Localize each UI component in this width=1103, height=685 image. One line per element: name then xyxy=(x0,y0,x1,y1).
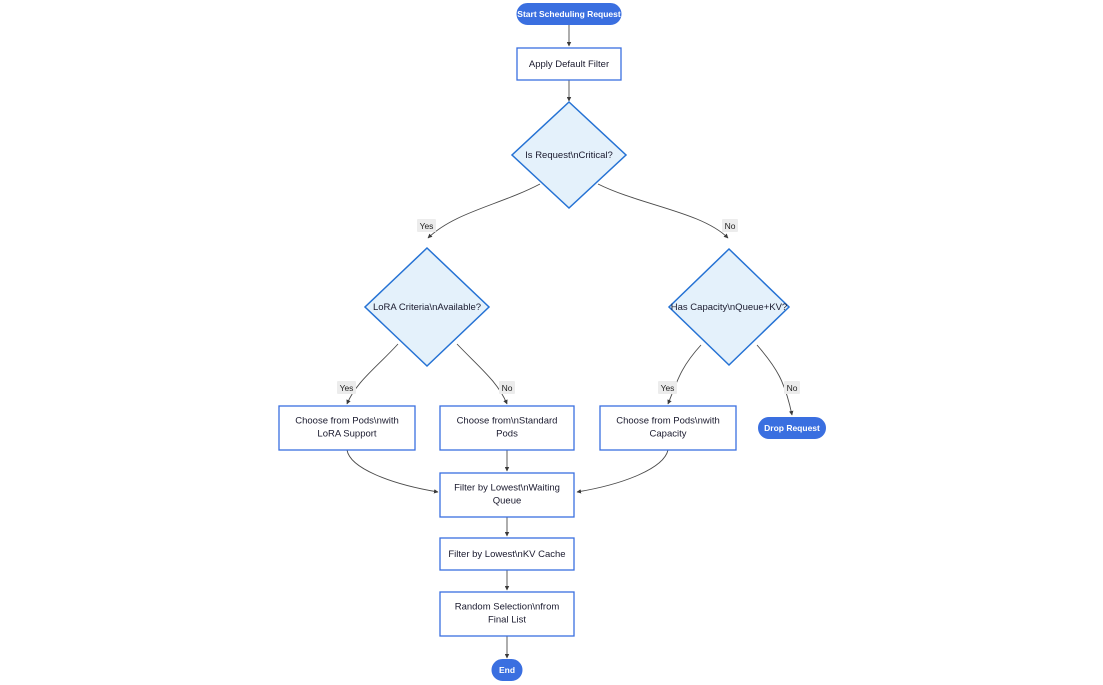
edges-layer xyxy=(346,25,794,659)
node-choose-lora-pods-shape[interactable] xyxy=(278,405,416,451)
node-start-shape[interactable] xyxy=(516,3,622,25)
node-choose-capacity-pods[interactable]: Choose from Pods\nwith Capacity xyxy=(599,405,737,451)
node-filter-kv-cache-shape[interactable] xyxy=(439,537,575,571)
edge-critical-to-capacity xyxy=(597,183,729,239)
node-choose-standard-pods-shape[interactable] xyxy=(439,405,575,451)
node-end-shape[interactable] xyxy=(491,659,523,681)
edge-label-capacity-no: No xyxy=(784,381,800,394)
node-has-capacity-shape[interactable] xyxy=(667,247,791,367)
edge-label-critical-yes: Yes xyxy=(417,219,436,232)
edge-capacity-to-drop xyxy=(756,344,794,416)
edge-label-capacity-yes: Yes xyxy=(658,381,677,394)
node-filter-waiting-queue[interactable]: Filter by Lowest\nWaiting Queue xyxy=(439,472,575,518)
node-choose-standard-pods[interactable]: Choose from\nStandard Pods xyxy=(439,405,575,451)
node-lora-criteria-available[interactable]: LoRA Criteria\nAvailable? xyxy=(363,246,491,368)
node-filter-kv-cache[interactable]: Filter by Lowest\nKV Cache xyxy=(439,537,575,571)
edge-choose-capacity-to-filter-waiting xyxy=(576,449,669,494)
node-end[interactable]: End xyxy=(491,659,523,681)
node-apply-default-filter[interactable]: Apply Default Filter xyxy=(516,47,622,81)
edge-choose-lora-to-filter-waiting xyxy=(346,449,439,494)
node-has-capacity[interactable]: Has Capacity\nQueue+KV? xyxy=(667,247,791,367)
node-choose-capacity-pods-shape[interactable] xyxy=(599,405,737,451)
node-filter-waiting-queue-shape[interactable] xyxy=(439,472,575,518)
node-is-request-critical[interactable]: Is Request\nCritical? xyxy=(510,100,628,210)
node-start[interactable]: Start Scheduling Request xyxy=(516,3,622,25)
edge-label-lora-yes: Yes xyxy=(337,381,356,394)
edge-label-critical-no: No xyxy=(722,219,738,232)
edge-critical-to-lora xyxy=(427,183,541,239)
node-lora-criteria-available-shape[interactable] xyxy=(363,246,491,368)
node-apply-default-filter-shape[interactable] xyxy=(516,47,622,81)
nodes-layer: Start Scheduling Request Apply Default F… xyxy=(278,3,826,681)
edge-label-lora-no: No xyxy=(499,381,515,394)
node-is-request-critical-shape[interactable] xyxy=(510,100,628,210)
node-drop-request-shape[interactable] xyxy=(758,417,826,439)
node-choose-lora-pods[interactable]: Choose from Pods\nwith LoRA Support xyxy=(278,405,416,451)
node-drop-request[interactable]: Drop Request xyxy=(758,417,826,439)
node-random-selection-shape[interactable] xyxy=(439,591,575,637)
edge-lora-to-choose-lora xyxy=(346,343,399,405)
edge-capacity-to-choose-capacity xyxy=(667,344,702,405)
node-random-selection[interactable]: Random Selection\nfrom Final List xyxy=(439,591,575,637)
edge-lora-to-choose-standard xyxy=(456,343,508,405)
